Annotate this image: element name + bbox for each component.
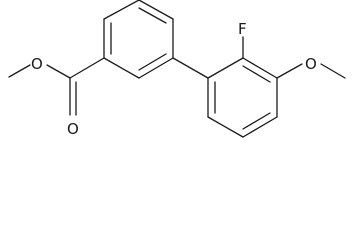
structure-diagram: O O F O bbox=[8, 0, 346, 138]
ring-b-bond-4 bbox=[242, 116, 278, 138]
ester-oxygen-label: O bbox=[31, 55, 43, 73]
methoxy-oxygen-label: O bbox=[305, 55, 317, 73]
ring-b-bond-5 bbox=[207, 116, 244, 138]
molecule-drawing: O O F O bbox=[8, 0, 346, 138]
ring-b-bond-1 bbox=[207, 57, 244, 79]
carbonyl-to-ring-a-bond bbox=[69, 57, 105, 79]
ring-a-bond-6 bbox=[103, 57, 140, 79]
ring-b-bond-2 bbox=[242, 57, 278, 79]
fluorine-label: F bbox=[238, 20, 247, 38]
ring-a-double-bond-2 bbox=[138, 7, 167, 24]
biaryl-bond bbox=[172, 57, 209, 79]
ring-a-bond-3 bbox=[138, 0, 174, 20]
ring-b-double-bond-1 bbox=[242, 65, 271, 83]
methoxy-oxygen-to-methyl-bond bbox=[320, 63, 346, 79]
ester-oxygen-to-carbonyl-carbon-bond bbox=[46, 64, 71, 79]
ring-a-bond-5 bbox=[138, 57, 174, 79]
ring-a-double-bond-3 bbox=[138, 53, 167, 71]
ring-a-bond-2 bbox=[103, 0, 140, 20]
methyl-to-ester-oxygen-bond bbox=[8, 64, 31, 78]
ring-b-double-bond-2 bbox=[242, 112, 271, 130]
carbonyl-oxygen-label: O bbox=[67, 120, 79, 138]
ring-to-methoxy-oxygen-bond bbox=[276, 63, 303, 79]
